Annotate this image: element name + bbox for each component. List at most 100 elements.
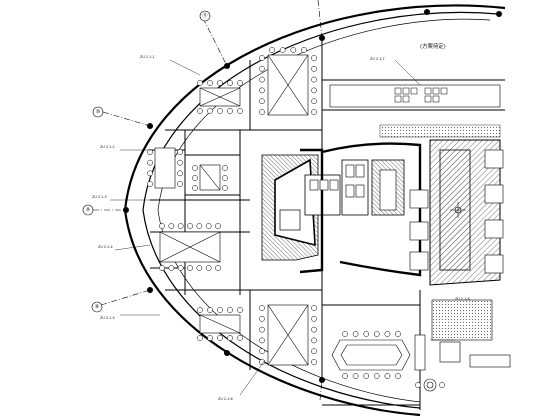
- chair: [395, 373, 401, 379]
- chair: [197, 307, 203, 313]
- chair: [205, 223, 212, 229]
- chair: [311, 337, 317, 344]
- chair: [259, 98, 265, 105]
- chair: [342, 373, 348, 379]
- grid-label: ⑨: [86, 207, 90, 213]
- chair: [177, 170, 183, 177]
- chair: [192, 175, 198, 181]
- chair: [217, 335, 223, 341]
- chair: [311, 98, 317, 105]
- chair: [147, 159, 153, 166]
- chair: [177, 159, 183, 166]
- chair: [187, 265, 193, 271]
- chair: [237, 80, 243, 86]
- lounge-area: [414, 299, 511, 392]
- chair: [237, 108, 243, 114]
- chair: [237, 307, 243, 313]
- chair: [147, 170, 153, 177]
- chair: [384, 373, 391, 379]
- chair: [227, 307, 233, 313]
- annotation-text: ZU 2.1-6: [218, 397, 233, 401]
- chair: [311, 76, 317, 83]
- chair: [177, 265, 184, 271]
- grid-circle-left: ⑨: [82, 204, 94, 216]
- chair: [311, 348, 317, 355]
- chair: [217, 307, 223, 313]
- chair: [395, 331, 401, 337]
- chair: [207, 80, 213, 86]
- chair: [311, 65, 317, 72]
- chair: [227, 108, 233, 114]
- chair: [259, 305, 265, 311]
- chair: [439, 382, 445, 388]
- grid-circle-upper-left: ⑩: [92, 106, 104, 118]
- chair: [197, 108, 203, 114]
- chair: [290, 47, 297, 53]
- grid-label: ⑪: [202, 12, 207, 19]
- chair: [177, 223, 184, 229]
- chair: [259, 65, 265, 72]
- grid-circle-lower-left: ⑧: [91, 301, 103, 313]
- upper-right-room: (方案待定): [329, 42, 501, 138]
- chair: [363, 373, 370, 379]
- annotation-leaders: [110, 59, 455, 396]
- chair: [415, 382, 421, 388]
- chair: [215, 265, 221, 271]
- chair: [259, 109, 265, 115]
- chair: [207, 335, 213, 341]
- annotation-texts: ZU 2.1-1 ZU 2.1-2 ZU 2.1-3 ZU 2.1-4 ZU 2…: [92, 55, 470, 401]
- grid-axes: [93, 0, 323, 401]
- chair: [342, 331, 348, 337]
- chair: [196, 265, 203, 271]
- meeting-room-bottom-left: [199, 314, 241, 334]
- chair: [352, 331, 359, 337]
- chair: [177, 181, 183, 187]
- meeting-room-left-top: [154, 147, 176, 189]
- chair: [227, 335, 233, 341]
- chair: [373, 331, 380, 337]
- chair: [192, 165, 198, 171]
- chair: [197, 335, 203, 341]
- chair: [363, 331, 370, 337]
- conference-room-bottom: [331, 339, 411, 371]
- chair: [168, 223, 175, 229]
- chair: [197, 80, 203, 86]
- chair: [311, 359, 317, 365]
- chair: [159, 223, 165, 229]
- meeting-room-top-center: [267, 54, 309, 116]
- annotation-text: ZU 2.1-4: [98, 245, 113, 249]
- chair: [259, 315, 265, 322]
- chair: [311, 55, 317, 61]
- chair: [147, 149, 153, 155]
- chair: [352, 373, 359, 379]
- annotation-text: ZU 2.1-2: [100, 145, 115, 149]
- annotation-text: ZU 2.1-1: [140, 55, 155, 59]
- annotation-text: ZU 2.1-5: [100, 316, 115, 320]
- chair: [259, 55, 265, 61]
- meeting-room-left-mid: [199, 164, 221, 191]
- chair: [215, 223, 221, 229]
- chair: [373, 373, 380, 379]
- chair: [259, 76, 265, 83]
- chair: [237, 335, 243, 341]
- chair: [259, 348, 265, 355]
- chair: [311, 315, 317, 322]
- annotation-text: ZU 2.1-7: [370, 57, 385, 61]
- chair: [227, 80, 233, 86]
- chair: [384, 331, 391, 337]
- chair: [222, 185, 228, 191]
- chair: [168, 265, 175, 271]
- grid-circle-top: ⑪: [199, 10, 211, 22]
- chair: [217, 108, 223, 114]
- chair: [279, 47, 286, 53]
- meeting-room-top-left: [199, 87, 241, 107]
- boardroom-table: [159, 231, 221, 263]
- chair: [177, 149, 183, 155]
- chair: [159, 265, 165, 271]
- chair: [207, 108, 213, 114]
- chair: [187, 223, 193, 229]
- core-area: [261, 142, 422, 277]
- chair: [196, 223, 203, 229]
- chair: [269, 47, 275, 53]
- meeting-room-bottom-center: [267, 304, 309, 366]
